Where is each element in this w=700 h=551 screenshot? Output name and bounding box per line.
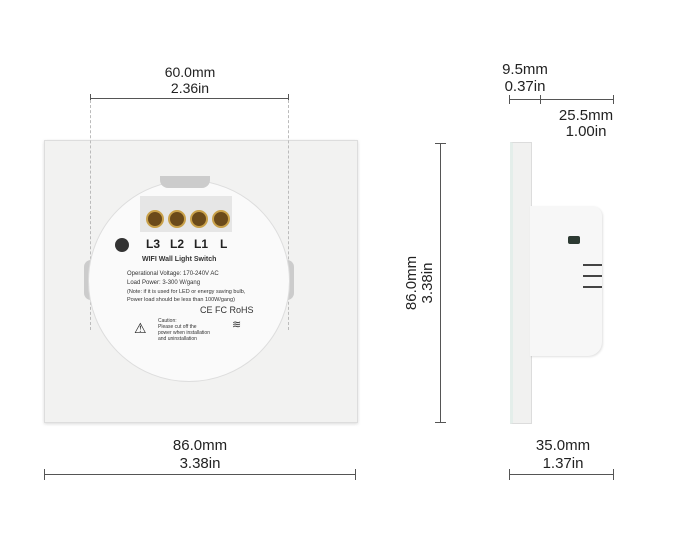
- caution-line: power when installation: [158, 330, 210, 336]
- body-depth-in: 1.00in: [565, 123, 607, 140]
- spec-line: Operational Voltage: 170-240V AC: [127, 271, 219, 277]
- terminal-label: L1: [194, 237, 209, 251]
- front-width-mm: 60.0mm: [164, 64, 216, 80]
- spec-line: (Note: if it is used for LED or energy s…: [127, 289, 246, 295]
- module-title: WIFI Wall Light Switch: [142, 256, 217, 263]
- height-label: 86.0mm 3.38in: [403, 255, 436, 311]
- side-body: [530, 206, 602, 356]
- spec-line: Power load should be less than 100W/gang…: [127, 297, 235, 303]
- caution-line: and uninstallation: [158, 336, 197, 342]
- side-plate: [510, 142, 532, 424]
- terminal-label: L2: [170, 237, 185, 251]
- guide-line: [90, 100, 91, 330]
- guide-line: [288, 100, 289, 330]
- front-width-in: 2.36in: [170, 80, 210, 96]
- side-led: [568, 236, 580, 244]
- front-bottom-line: [44, 474, 356, 475]
- tick: [613, 95, 614, 104]
- terminal-screw: [212, 210, 230, 228]
- total-depth-in: 1.37in: [542, 455, 584, 472]
- tick: [540, 95, 541, 104]
- tick: [288, 94, 289, 103]
- height-line: [440, 143, 441, 423]
- tick: [355, 469, 356, 480]
- height-in: 3.38in: [419, 262, 436, 304]
- plate-depth-mm: 9.5mm: [502, 61, 548, 78]
- front-height-in: 3.38in: [179, 455, 221, 472]
- reset-button: [115, 238, 129, 252]
- vent-slot: [583, 264, 602, 266]
- side-bottom-line: [509, 474, 614, 475]
- module-notch: [160, 176, 210, 188]
- warning-icon: ⚠: [134, 320, 147, 336]
- front-height-mm: 86.0mm: [172, 437, 228, 454]
- tick: [435, 422, 446, 423]
- tick: [613, 469, 614, 480]
- vent-slot: [583, 275, 602, 277]
- front-width-line: [90, 98, 288, 99]
- terminal-label: L3: [146, 237, 161, 251]
- terminal-screw: [168, 210, 186, 228]
- terminal-label: L: [220, 237, 228, 251]
- terminal-screw: [190, 210, 208, 228]
- certification-marks: CE FC RoHS: [200, 305, 254, 315]
- tick: [435, 143, 446, 144]
- wifi-icon: ≋: [232, 319, 242, 331]
- spec-line: Load Power: 3-300 W/gang: [127, 280, 201, 286]
- tick: [44, 469, 45, 480]
- caution-line: Please cut off the: [158, 324, 197, 330]
- side-top-line: [509, 99, 614, 100]
- body-depth-mm: 25.5mm: [558, 107, 614, 124]
- caution-title: Caution:: [158, 318, 177, 324]
- height-mm: 86.0mm: [403, 255, 420, 311]
- vent-slot: [583, 286, 602, 288]
- tick: [509, 469, 510, 480]
- plate-depth-in: 0.37in: [504, 78, 546, 95]
- terminal-screw: [146, 210, 164, 228]
- tick: [90, 94, 91, 103]
- total-depth-mm: 35.0mm: [535, 437, 591, 454]
- tick: [509, 95, 510, 104]
